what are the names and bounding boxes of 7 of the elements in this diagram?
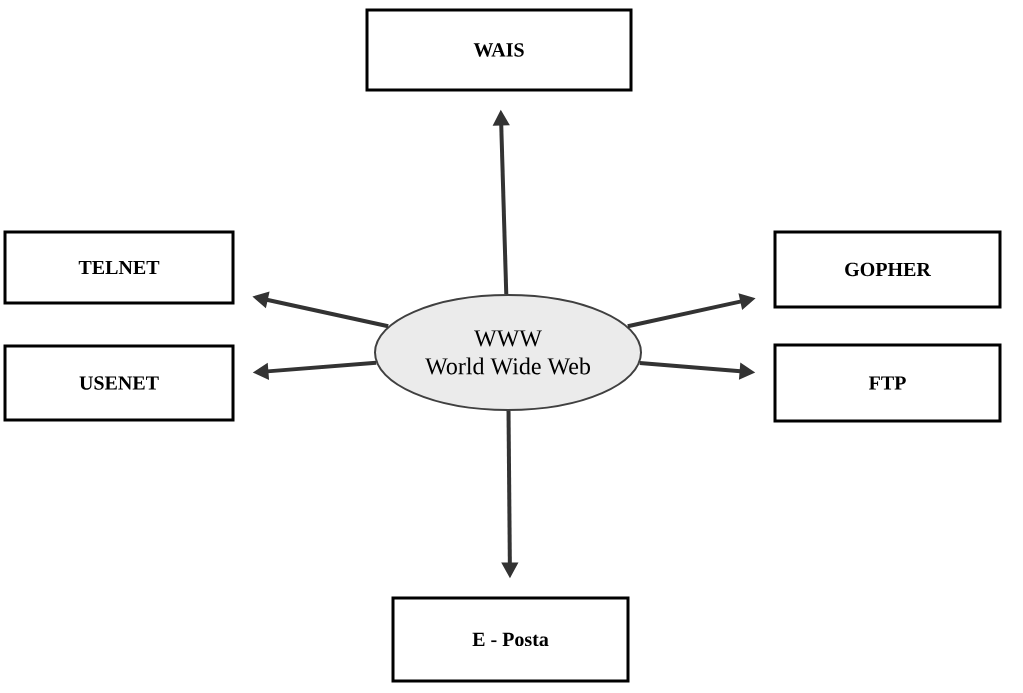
process-box: USENET xyxy=(3,344,235,422)
process-box: GOPHER xyxy=(773,230,1002,309)
process-box: TELNET xyxy=(3,230,235,305)
process-box: FTP xyxy=(773,343,1002,423)
process-box: E - Posta xyxy=(391,596,630,683)
process-box: WAIS xyxy=(365,8,633,92)
ellipse-node: WWW World Wide Web xyxy=(374,294,642,411)
